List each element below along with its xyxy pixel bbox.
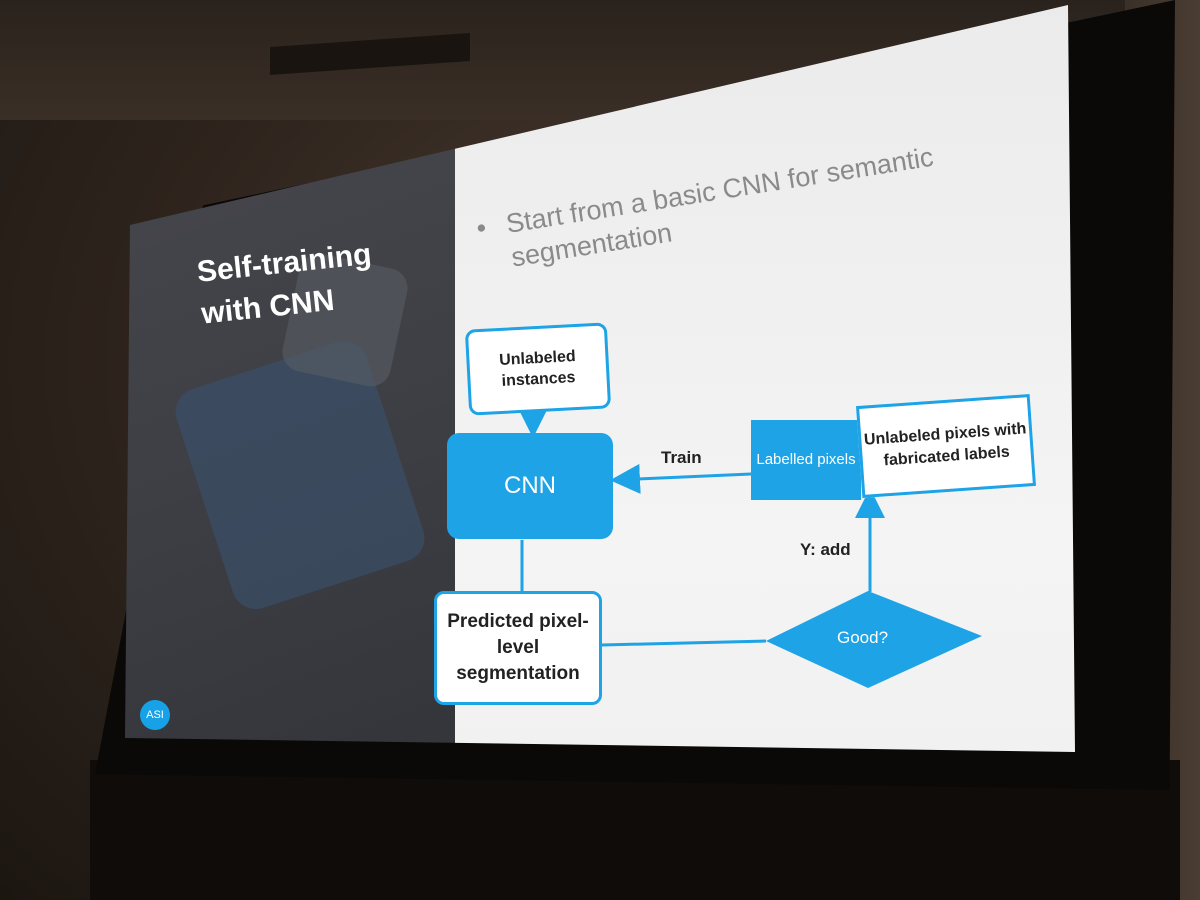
yes-add-label: Y: add <box>800 540 851 559</box>
ceiling-vent <box>270 33 470 75</box>
decision-label: Good? <box>837 628 889 647</box>
labelled-pixels-box: Labelled pixels <box>751 420 861 500</box>
arrow-train <box>610 463 752 494</box>
unlabeled-instances-box: Unlabeled instances <box>464 322 612 416</box>
predicted-segmentation-box: Predicted pixel-level segmentation <box>434 591 602 705</box>
cnn-box: CNN <box>447 433 613 539</box>
fabricated-labels-box: Unlabeled pixels with fabricated labels <box>856 394 1036 498</box>
connector-predicted-to-good <box>601 639 767 647</box>
asi-logo-badge: ASI <box>140 700 170 730</box>
train-label: Train <box>661 448 702 467</box>
decision-diamond <box>766 591 982 688</box>
